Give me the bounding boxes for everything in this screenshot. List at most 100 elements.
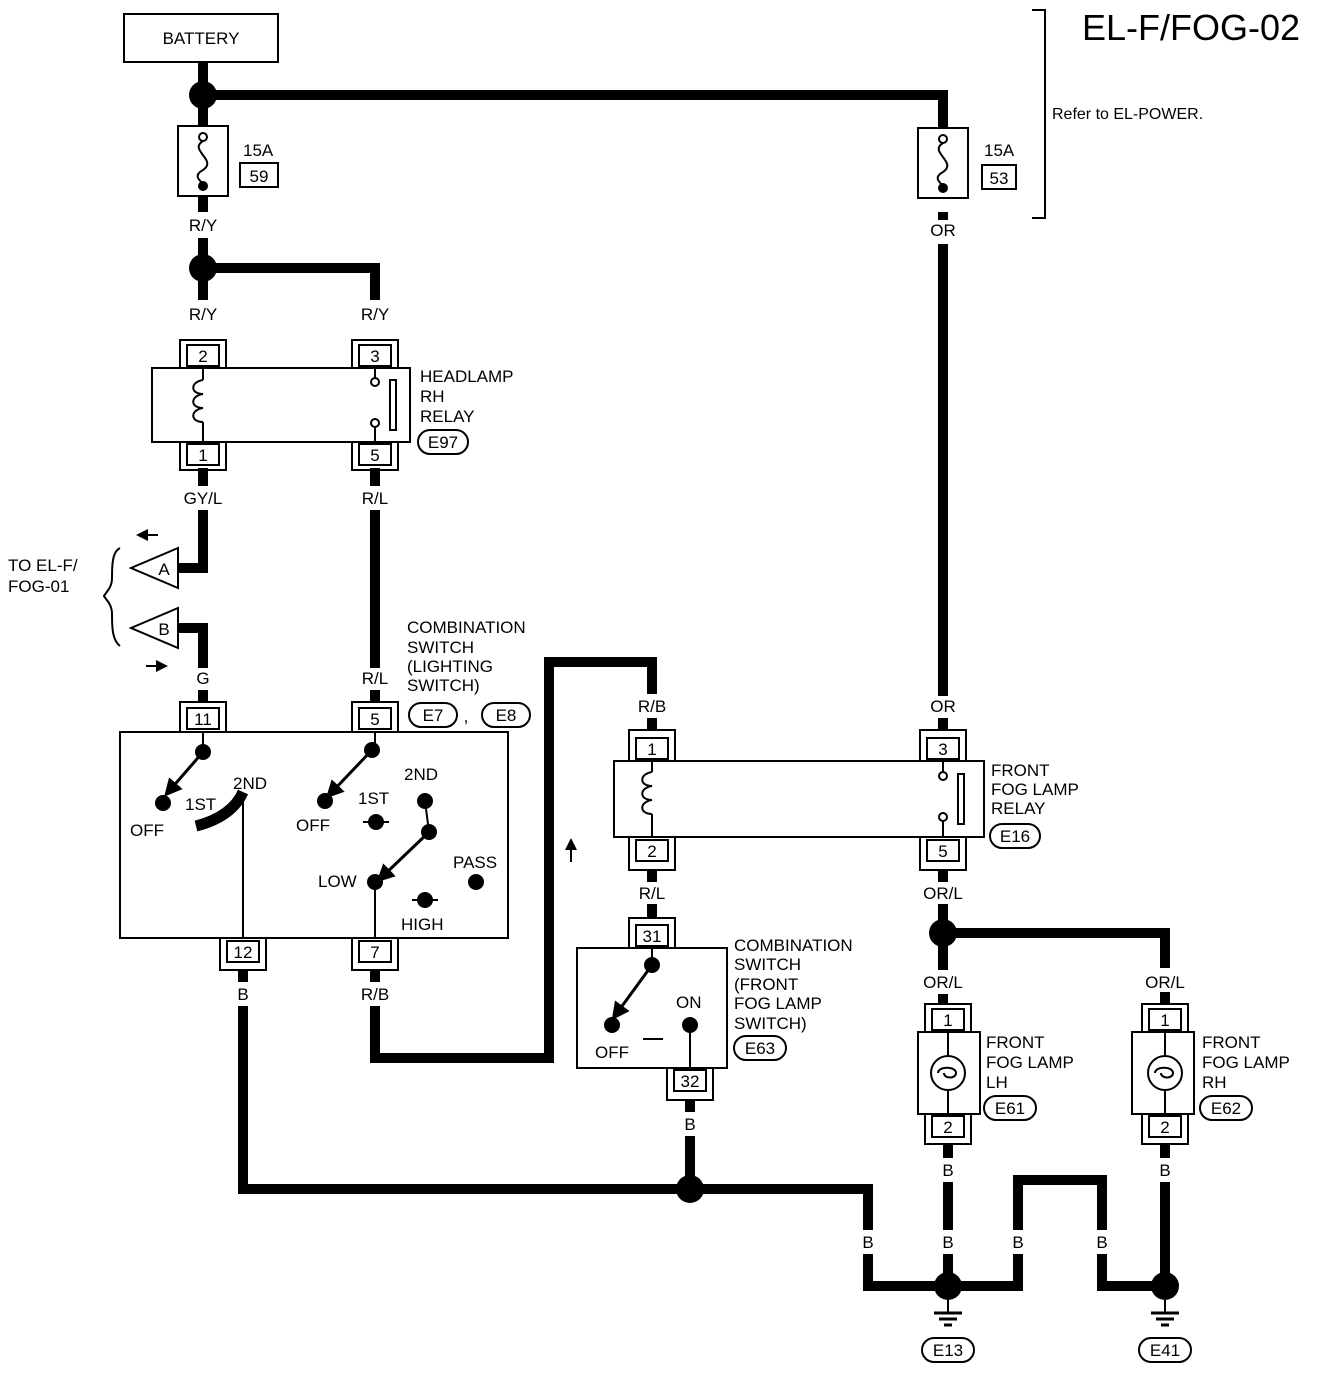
switch-name: COMBINATION: [407, 618, 526, 637]
lamp-pin: 1: [1141, 1003, 1189, 1032]
wire-label: R/B: [638, 697, 666, 716]
connector-id: E97: [428, 433, 458, 452]
relay-name: RELAY: [420, 407, 475, 426]
lamp-name: FOG LAMP: [986, 1053, 1074, 1072]
position-off: OFF: [130, 821, 164, 840]
wire-labels: R/Y R/Y R/Y OR GY/L R/L G R/L B R/B R/B …: [184, 216, 1185, 1252]
ground-e13: E13: [921, 1300, 975, 1363]
position-low: LOW: [318, 872, 357, 891]
svg-text:5: 5: [370, 710, 379, 729]
connector-id: E61: [995, 1099, 1025, 1118]
battery-box: [123, 13, 279, 63]
relay-pin: 5: [351, 442, 399, 471]
relay-pin: 1: [628, 729, 676, 761]
lamp-name: LH: [986, 1073, 1008, 1092]
relay-name: RH: [420, 387, 445, 406]
wire-label: R/Y: [189, 305, 217, 324]
combination-switch-lighting: 11 5 12 7 OFF 1ST 2ND: [119, 618, 531, 971]
switch-name: SWITCH: [734, 955, 801, 974]
relay-pin: 3: [351, 339, 399, 368]
connector-id: E8: [496, 706, 517, 725]
fuse-number-box: [239, 162, 279, 188]
wire-label: R/Y: [361, 305, 389, 324]
wire-label: R/B: [361, 985, 389, 1004]
switch-name: (FRONT: [734, 975, 798, 994]
wire-label: B: [942, 1233, 953, 1252]
switch-pin: 11: [179, 701, 227, 732]
fuse-rating: 15A: [243, 141, 274, 160]
connector-id: E63: [745, 1039, 775, 1058]
position-2nd: 2ND: [404, 765, 438, 784]
splice-battery: [189, 81, 217, 109]
relay-pin: 2: [179, 339, 227, 368]
svg-text:2: 2: [943, 1118, 952, 1137]
switch-name: SWITCH: [407, 638, 474, 657]
svg-text:1: 1: [198, 446, 207, 465]
switch-name: FOG LAMP: [734, 994, 822, 1013]
relay-coil: [192, 368, 204, 442]
position-pass: PASS: [453, 853, 497, 872]
relay-contact: [370, 368, 397, 442]
svg-text:11: 11: [194, 710, 212, 729]
wire-label: B: [1159, 1233, 1170, 1252]
wire-label: B: [1159, 1161, 1170, 1180]
wire-label: G: [196, 669, 209, 688]
switch-pin: 32: [666, 1068, 714, 1101]
connector-badge: [1199, 1095, 1253, 1121]
connector-badge: [408, 702, 458, 728]
connector-badge: [983, 1095, 1037, 1121]
fuse-number: 59: [250, 167, 269, 186]
relay-contact: [938, 761, 965, 837]
offpage-text: FOG-01: [8, 577, 69, 596]
lamp-bulb-icon: [930, 1055, 966, 1091]
connector-badge: [921, 1337, 975, 1363]
relay-coil: [641, 761, 653, 837]
offpage-connector-b: [128, 606, 179, 650]
offpage-label: A: [158, 560, 170, 579]
connector-badge: [1138, 1337, 1192, 1363]
power-reference: Refer to EL-POWER.: [1052, 106, 1203, 123]
lamp-name: FRONT: [1202, 1033, 1261, 1052]
switch-name: SWITCH): [407, 676, 480, 695]
connector-separator: ,: [464, 707, 469, 726]
splice-orl: [929, 919, 957, 947]
relay-body: [613, 760, 985, 838]
splice-ry: [189, 254, 217, 282]
combination-switch-fog: 31 32 OFF ON COMBINATION SWITCH (FRONT F…: [576, 917, 853, 1101]
connector-badge: [733, 1035, 787, 1061]
svg-text:5: 5: [938, 842, 947, 861]
lamp-name: FOG LAMP: [1202, 1053, 1290, 1072]
relay-name: FRONT: [991, 761, 1050, 780]
fuse-number-box: [981, 164, 1017, 190]
diagram-title: EL-F/FOG-02: [1082, 7, 1300, 48]
ground-id: E41: [1150, 1341, 1180, 1360]
wire-label: OR/L: [923, 884, 963, 903]
relay-name: RELAY: [991, 799, 1046, 818]
offpage-connectors: TO EL-F/ FOG-01 A B: [8, 529, 179, 672]
splices: [189, 81, 1179, 1300]
position-off: OFF: [595, 1043, 629, 1062]
svg-text:2: 2: [1160, 1118, 1169, 1137]
power-bracket: [1032, 9, 1046, 219]
wire-label: OR/L: [923, 973, 963, 992]
position-on: ON: [676, 993, 702, 1012]
fuse-number: 53: [990, 169, 1009, 188]
position-off: OFF: [296, 816, 330, 835]
connector-id: E62: [1211, 1099, 1241, 1118]
ground-id: E13: [933, 1341, 963, 1360]
wire-label: OR: [930, 221, 956, 240]
svg-text:31: 31: [643, 927, 662, 946]
svg-text:3: 3: [938, 740, 947, 759]
relay-pin: 2: [628, 837, 676, 871]
battery-label: BATTERY: [163, 29, 240, 48]
svg-text:2: 2: [198, 347, 207, 366]
svg-text:2: 2: [647, 842, 656, 861]
switch-pin: 31: [628, 917, 676, 948]
wire-label: B: [237, 985, 248, 1004]
battery: BATTERY: [123, 13, 279, 63]
offpage-text: TO EL-F/: [8, 556, 78, 575]
relay-pin: 5: [919, 837, 967, 871]
svg-text:32: 32: [681, 1072, 700, 1091]
lamp-bulb-icon: [1147, 1055, 1183, 1091]
